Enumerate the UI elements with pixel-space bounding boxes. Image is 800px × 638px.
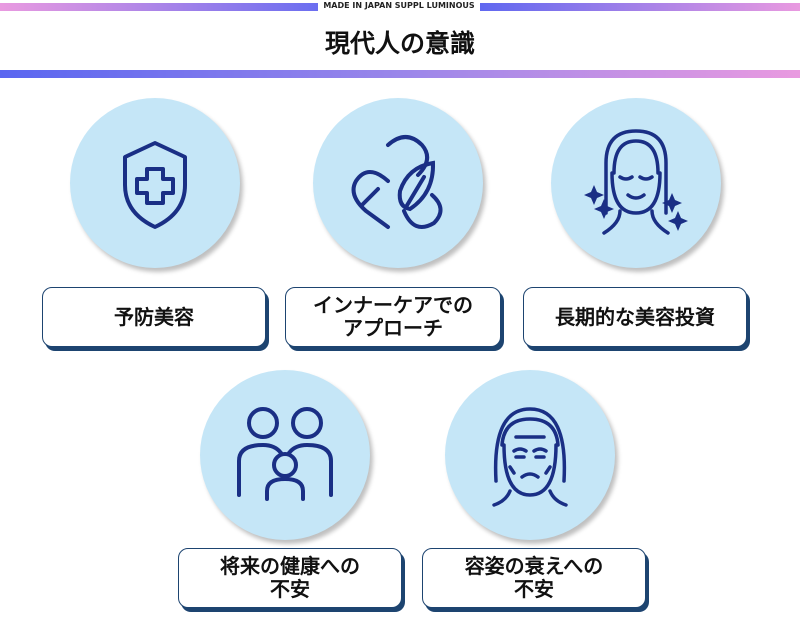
label-text: 予防美容: [114, 304, 194, 329]
heart-leaf-capsule-icon: [351, 135, 443, 229]
label-text: 将来の健康への 不安: [220, 554, 360, 601]
shield-plus-icon: [123, 141, 187, 229]
label-text: 長期的な美容投資: [555, 304, 715, 329]
label-preventive-beauty: 予防美容: [42, 287, 266, 347]
label-health-anxiety: 将来の健康への 不安: [178, 548, 402, 608]
label-beauty-investment: 長期的な美容投資: [523, 287, 747, 347]
glowing-face-icon: [584, 129, 688, 235]
label-text: 容姿の衰えへの 不安: [464, 554, 604, 601]
label-inner-care: インナーケアでの アプローチ: [285, 287, 501, 347]
icon-circle-preventive: [70, 98, 240, 268]
top-left-gradient-bar: [0, 3, 318, 11]
icon-circle-aging: [445, 370, 615, 540]
icon-circle-health: [200, 370, 370, 540]
title-underline-bar: [0, 70, 800, 78]
icon-circle-beauty-investment: [551, 98, 721, 268]
family-icon: [237, 407, 333, 501]
icon-circle-inner-care: [313, 98, 483, 268]
top-right-gradient-bar: [480, 3, 800, 11]
label-text: インナーケアでの アプローチ: [313, 293, 473, 340]
label-aging-anxiety: 容姿の衰えへの 不安: [422, 548, 646, 608]
page-title: 現代人の意識: [324, 29, 475, 58]
aging-face-icon: [492, 407, 568, 507]
brand-text: MADE IN JAPAN SUPPL LUMINOUS: [323, 1, 475, 10]
